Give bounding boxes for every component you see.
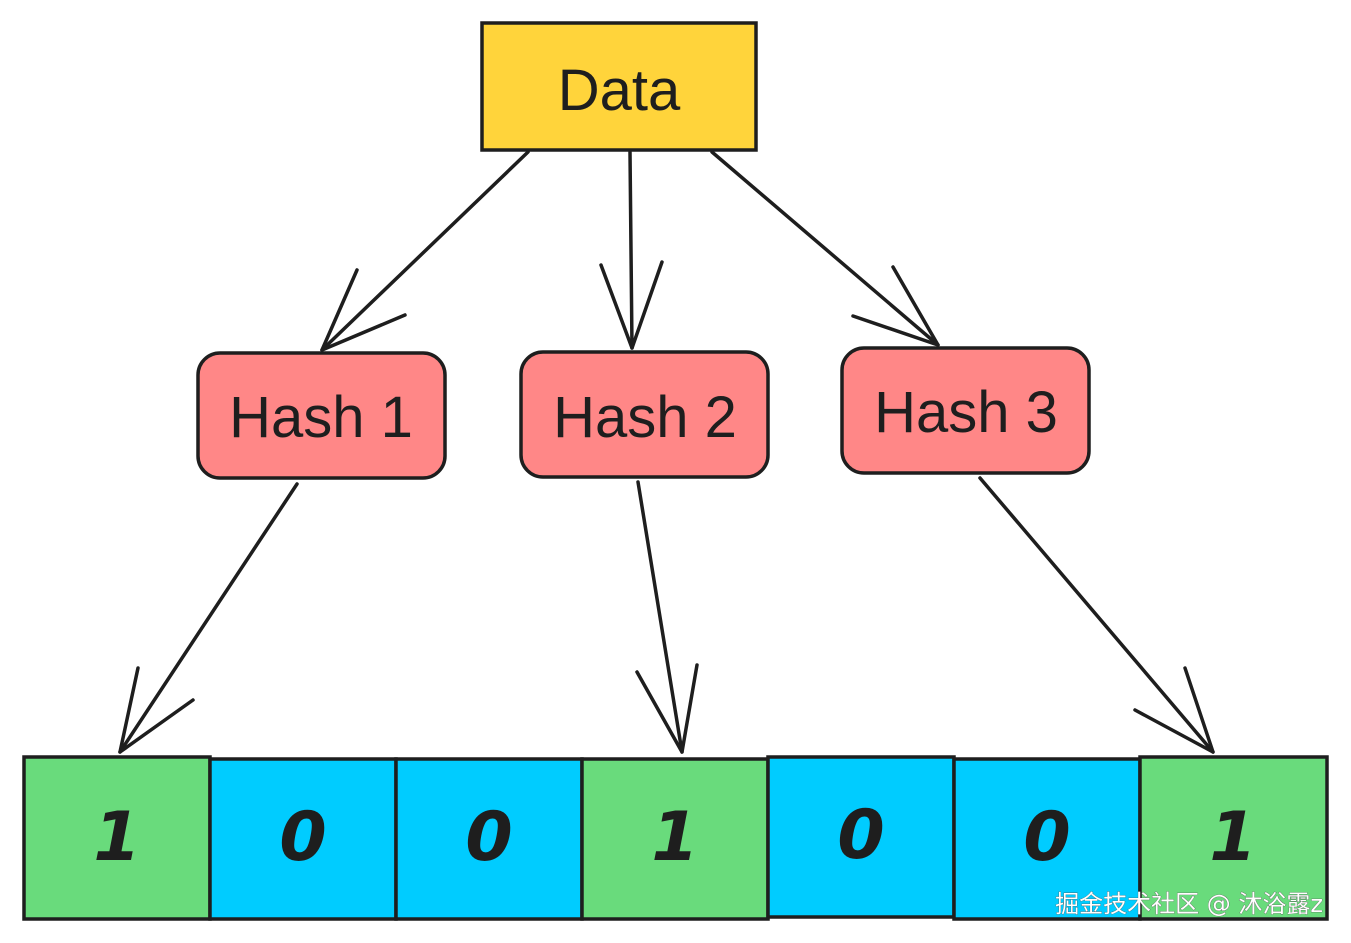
arrow-data-to-hash-3 xyxy=(710,150,940,347)
bit-cell-1-box xyxy=(208,757,398,921)
watermark-text: 掘金技术社区 @ 沐浴露z xyxy=(1055,890,1323,918)
arrow-hash-2-to-bit xyxy=(635,480,699,754)
hash-node-3-label: Hash 3 xyxy=(874,380,1058,445)
arrow-hash-1-to-bit xyxy=(118,482,299,754)
bit-cell-1-value: 0 xyxy=(279,798,326,877)
bit-cell-3: 1 xyxy=(580,757,770,921)
arrow-data-to-hash-2 xyxy=(599,150,664,350)
bit-cell-0: 1 xyxy=(22,755,212,921)
arrow-data-to-hash-1 xyxy=(320,150,530,352)
hash-node-1-label: Hash 1 xyxy=(229,385,413,450)
hash-node-3-box xyxy=(840,346,1091,475)
hash-node-2-box xyxy=(519,350,770,479)
data-node-box xyxy=(480,21,758,152)
bit-array: 1 0 0 1 0 0 1 xyxy=(22,755,1329,921)
bit-cell-1: 0 xyxy=(208,757,398,921)
bit-cell-0-value: 1 xyxy=(93,798,140,877)
bit-cell-5: 0 xyxy=(952,757,1142,921)
arrow-hash-3-to-bit xyxy=(978,476,1215,754)
bit-cell-6-box xyxy=(1138,755,1329,921)
bit-cell-4-box xyxy=(766,755,956,919)
hash-node-2-label: Hash 2 xyxy=(553,385,737,450)
bit-cell-5-box xyxy=(952,757,1142,921)
bit-cell-6: 1 xyxy=(1138,755,1329,921)
hash-node-3: Hash 3 xyxy=(840,346,1091,475)
data-node-label: Data xyxy=(558,58,681,123)
hash-node-1: Hash 1 xyxy=(196,351,447,480)
bit-cell-2: 0 xyxy=(394,757,584,921)
bit-cell-3-value: 1 xyxy=(651,798,698,877)
bit-cell-6-value: 1 xyxy=(1209,798,1256,877)
bit-cell-4: 0 xyxy=(766,755,956,919)
bit-cell-2-value: 0 xyxy=(465,798,512,877)
bit-cell-5-value: 0 xyxy=(1023,798,1070,877)
bit-cell-0-box xyxy=(22,755,212,921)
hash-node-1-box xyxy=(196,351,447,480)
bit-cell-4-value: 0 xyxy=(837,796,884,875)
data-node: Data xyxy=(480,21,758,152)
hash-node-2: Hash 2 xyxy=(519,350,770,479)
bit-cell-3-box xyxy=(580,757,770,921)
